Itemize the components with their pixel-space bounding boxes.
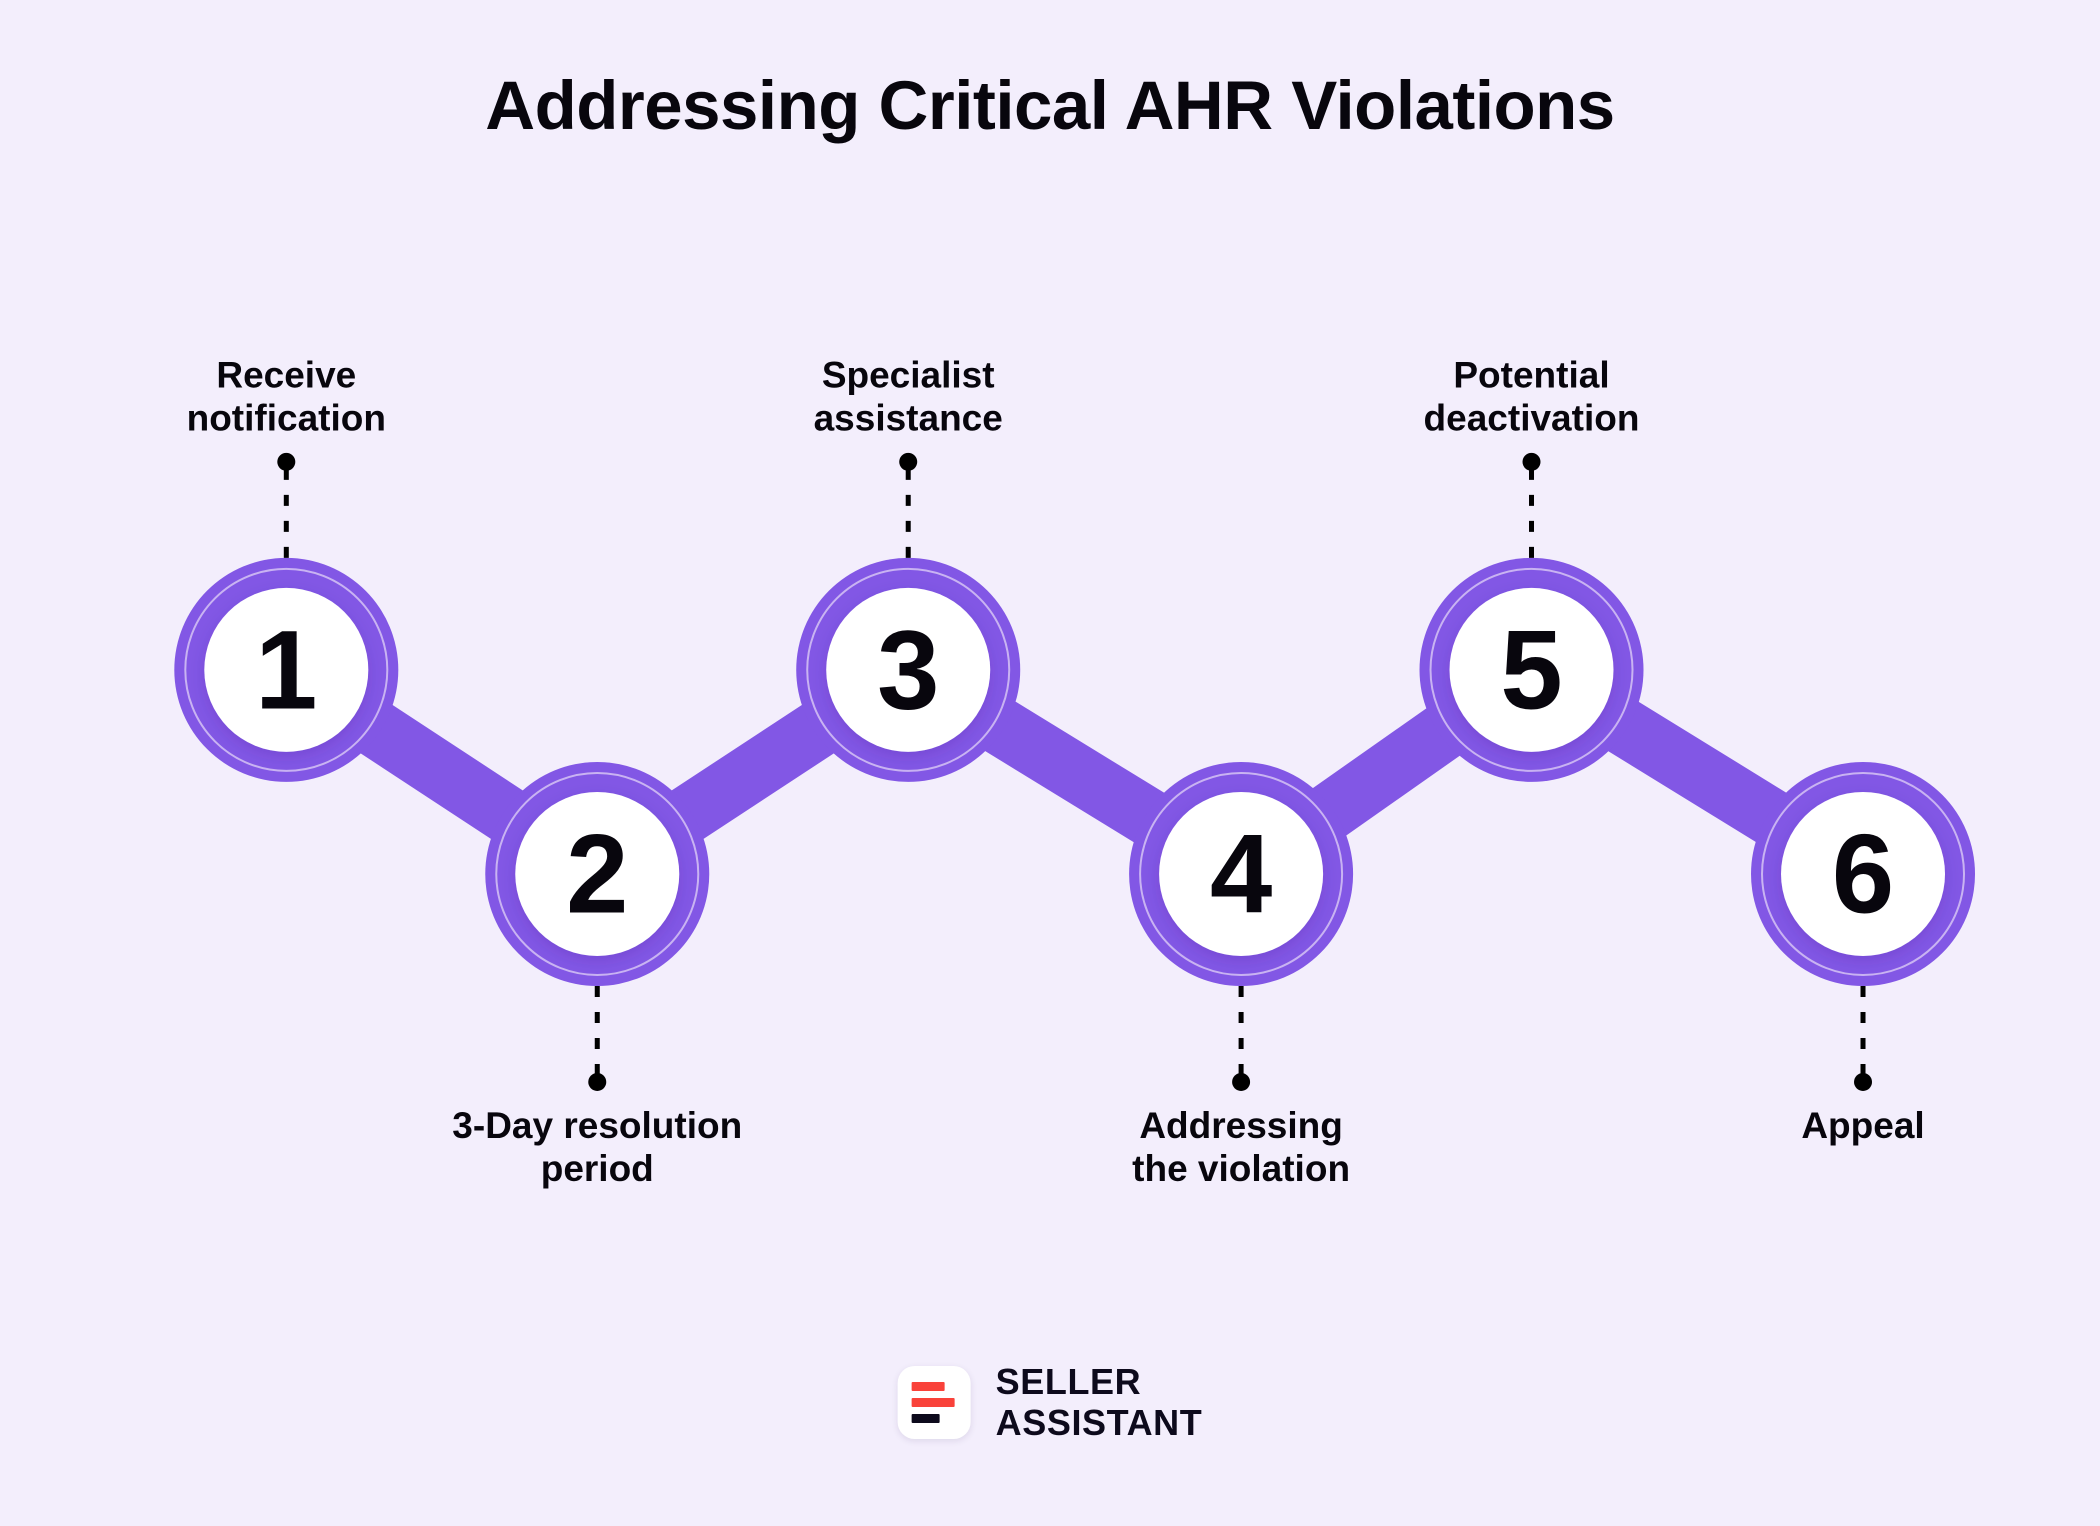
- step-node-3[interactable]: 3: [796, 557, 1021, 782]
- node-number: 3: [877, 607, 939, 732]
- node-ring-hairline: [1429, 567, 1634, 772]
- node-disc: [1781, 791, 1946, 956]
- step-node-1[interactable]: 1: [174, 557, 399, 782]
- logo-line-2: ASSISTANT: [995, 1401, 1203, 1443]
- logo-wordmark: SELLER ASSISTANT: [995, 1361, 1203, 1443]
- brand-logo: SELLER ASSISTANT: [897, 1361, 1203, 1443]
- leader-dot: [1854, 1072, 1873, 1091]
- node-disc: [826, 587, 991, 752]
- step-label-3: Specialist assistance: [813, 354, 1003, 439]
- node-ring-hairline: [184, 567, 389, 772]
- node-disc: [515, 791, 680, 956]
- step-nodes: 1 2 3 4 5 6: [174, 557, 1976, 986]
- step-node-2[interactable]: 2: [485, 761, 710, 986]
- logo-mark-icon: [897, 1366, 971, 1440]
- logo-bar-2: [911, 1398, 955, 1408]
- leader-dot: [1522, 452, 1541, 471]
- node-number: 6: [1832, 811, 1894, 936]
- leader-dot: [588, 1072, 607, 1091]
- step-label-1: Receive notification: [186, 354, 386, 439]
- step-label-6: Appeal: [1801, 1104, 1925, 1146]
- node-ring-hairline: [495, 771, 700, 976]
- step-node-4[interactable]: 4: [1129, 761, 1354, 986]
- step-label-5: Potential deactivation: [1423, 354, 1640, 439]
- leader-dot: [1232, 1072, 1251, 1091]
- logo-line-1: SELLER: [995, 1361, 1142, 1402]
- node-ring-hairline: [1139, 771, 1344, 976]
- leader-dot: [277, 452, 296, 471]
- node-disc: [1449, 587, 1614, 752]
- node-number: 1: [255, 607, 317, 732]
- node-disc: [204, 587, 369, 752]
- page-title: Addressing Critical AHR Violations: [485, 67, 1615, 144]
- node-ring-hairline: [806, 567, 1011, 772]
- logo-bar-3: [911, 1414, 940, 1424]
- step-label-2: 3-Day resolution period: [452, 1104, 743, 1190]
- step-label-4: Addressing the violation: [1132, 1104, 1351, 1190]
- step-node-6[interactable]: 6: [1751, 761, 1976, 986]
- node-number: 2: [566, 811, 628, 936]
- leader-dot: [899, 452, 918, 471]
- node-number: 4: [1210, 811, 1272, 936]
- node-number: 5: [1500, 607, 1562, 732]
- leader-lines: [277, 452, 1873, 1091]
- logo-bar-1: [911, 1382, 945, 1392]
- node-disc: [1159, 791, 1324, 956]
- step-node-5[interactable]: 5: [1419, 557, 1644, 782]
- node-ring-hairline: [1761, 771, 1966, 976]
